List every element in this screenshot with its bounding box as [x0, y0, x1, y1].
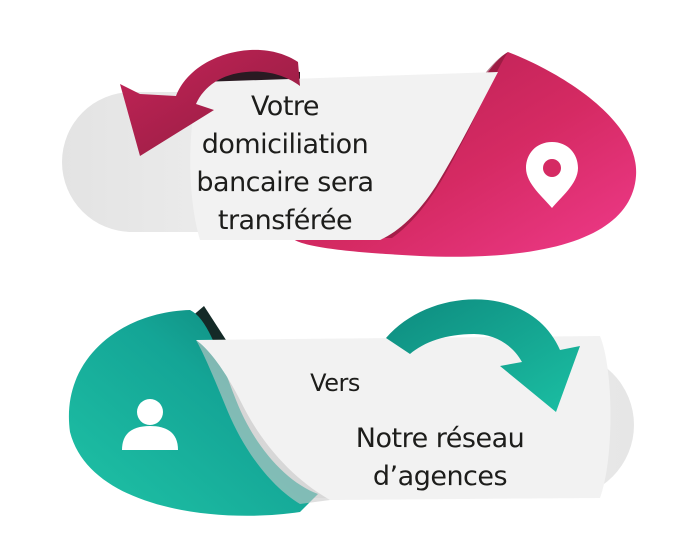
location-pin-icon — [526, 142, 578, 208]
bottom-teal-blob — [68, 310, 318, 516]
bottom-curved-arrow — [386, 299, 580, 412]
bottom-text-line: d’agences — [372, 461, 508, 492]
top-curved-arrow — [120, 49, 300, 156]
bottom-card-label: Vers — [310, 369, 360, 397]
user-icon — [122, 399, 178, 450]
top-text-line: Votre — [250, 91, 320, 122]
bottom-card-text: Notre réseau d’agences — [330, 420, 550, 496]
top-ribbon — [190, 72, 498, 240]
top-text-line: domiciliation — [201, 129, 369, 160]
bottom-ribbon-shade — [196, 340, 330, 504]
top-card-text: Votre domiciliation bancaire sera transf… — [170, 88, 400, 240]
top-text-line: transférée — [217, 205, 353, 236]
bottom-ribbon — [196, 336, 611, 500]
bottom-text-line: Notre réseau — [355, 423, 525, 454]
bottom-shadow-strip — [190, 306, 226, 346]
top-text-line: bancaire sera — [196, 167, 374, 198]
